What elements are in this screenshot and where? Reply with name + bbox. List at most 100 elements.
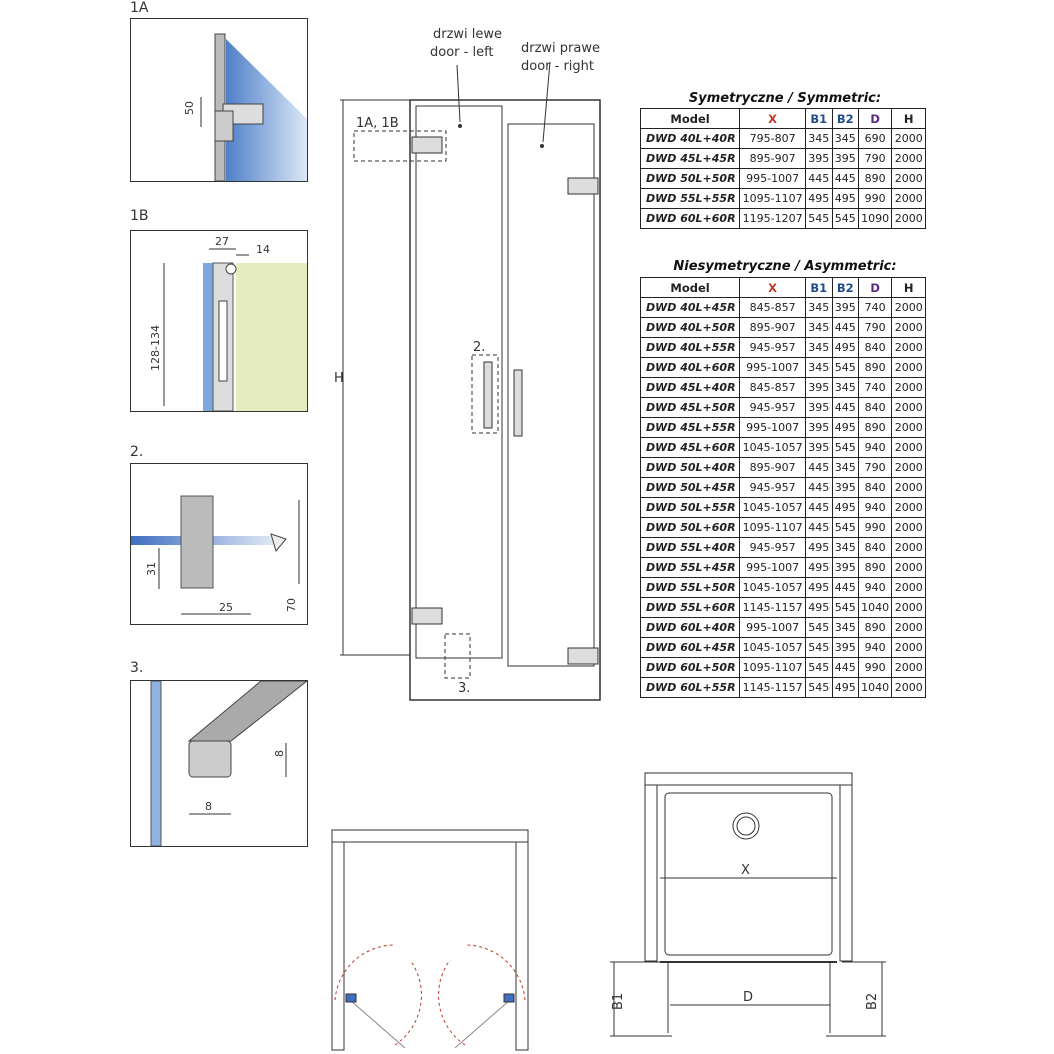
table-cell: 2000 (891, 148, 926, 169)
dim-8-width: 8 (205, 800, 212, 813)
table-cell: DWD 40L+40R (639, 128, 741, 149)
table-cell: DWD 50L+55R (639, 497, 741, 518)
table-cell: 890 (857, 617, 893, 638)
table-cell: 1045-1057 (739, 497, 807, 518)
table-cell: 445 (831, 317, 859, 338)
table-cell: DWD 50L+60R (639, 517, 741, 538)
table-cell: 545 (805, 208, 833, 229)
column-header: B1 (805, 277, 833, 298)
hinge-detail-drawing: 50 (183, 33, 307, 181)
detail-3-label: 3. (130, 660, 144, 676)
table-cell: DWD 60L+45R (639, 637, 741, 658)
table-cell: 2000 (891, 168, 926, 189)
column-header: D (857, 108, 893, 129)
table-cell: 395 (805, 148, 833, 169)
table-cell: 345 (831, 617, 859, 638)
table-cell: 890 (857, 357, 893, 378)
column-header: H (891, 108, 926, 129)
table-cell: 1145-1157 (739, 677, 807, 698)
table-cell: DWD 40L+45R (639, 297, 741, 318)
table-cell: 445 (805, 168, 833, 189)
table-cell: 345 (805, 357, 833, 378)
plan-x-label: X (741, 863, 750, 878)
table-cell: 890 (857, 417, 893, 438)
table-cell: 345 (831, 537, 859, 558)
column-header: B2 (831, 277, 859, 298)
table-cell: 345 (805, 337, 833, 358)
dim-8-height: 8 (273, 750, 286, 757)
table-cell: 545 (831, 437, 859, 458)
table-cell: 2000 (891, 617, 926, 638)
table-cell: 790 (857, 317, 893, 338)
profile-detail-drawing: 27 14 128-134 (149, 235, 307, 411)
table-cell: 845-857 (739, 377, 807, 398)
table-cell: 445 (831, 577, 859, 598)
table-cell: 990 (857, 188, 893, 209)
table-cell: 545 (831, 357, 859, 378)
table-cell: DWD 60L+55R (639, 677, 741, 698)
table-cell: 740 (857, 297, 893, 318)
callout-1a-1b: 1A, 1B (356, 116, 399, 131)
table-cell: 495 (831, 417, 859, 438)
seal-detail-drawing: 8 8 (150, 681, 307, 846)
plan-d-label: D (743, 990, 753, 1005)
table-cell: 690 (857, 128, 893, 149)
table-cell: 545 (805, 677, 833, 698)
table-cell: 2000 (891, 397, 926, 418)
table-cell: 1095-1107 (739, 517, 807, 538)
table-cell: 495 (831, 337, 859, 358)
table-cell: 445 (805, 477, 833, 498)
table-cell: 445 (805, 517, 833, 538)
table-cell: 840 (857, 477, 893, 498)
table-cell: 2000 (891, 557, 926, 578)
table-cell: 545 (805, 657, 833, 678)
column-header: X (739, 108, 807, 129)
table-cell: 2000 (891, 537, 926, 558)
table-cell: 395 (831, 557, 859, 578)
table-cell: 945-957 (739, 477, 807, 498)
table-cell: 495 (805, 557, 833, 578)
table-cell: 1145-1157 (739, 597, 807, 618)
column-header: B2 (831, 108, 859, 129)
table-cell: 895-907 (739, 457, 807, 478)
table-cell: DWD 40L+50R (639, 317, 741, 338)
table-cell: 790 (857, 457, 893, 478)
table-cell: 495 (805, 537, 833, 558)
table-cell: 740 (857, 377, 893, 398)
table-cell: 1195-1207 (739, 208, 807, 229)
table-cell: 495 (831, 677, 859, 698)
table-cell: DWD 60L+50R (639, 657, 741, 678)
table-cell: 495 (805, 597, 833, 618)
door-front-view (340, 61, 601, 701)
table-cell: 940 (857, 577, 893, 598)
table-cell: 395 (831, 477, 859, 498)
dim-128-134: 128-134 (149, 325, 162, 371)
table-cell: 345 (831, 128, 859, 149)
table-cell: 1095-1107 (739, 188, 807, 209)
left-door-label-pl: drzwi lewe (433, 27, 502, 42)
table-cell: 840 (857, 397, 893, 418)
column-header: B1 (805, 108, 833, 129)
table-cell: 1045-1057 (739, 437, 807, 458)
table-cell: 1090 (857, 208, 893, 229)
table-cell: 1040 (857, 677, 893, 698)
table-cell: 840 (857, 537, 893, 558)
table-cell: 445 (831, 657, 859, 678)
table-cell: 995-1007 (739, 417, 807, 438)
table-cell: 495 (831, 188, 859, 209)
column-header: H (891, 277, 926, 298)
table-cell: 2000 (891, 357, 926, 378)
